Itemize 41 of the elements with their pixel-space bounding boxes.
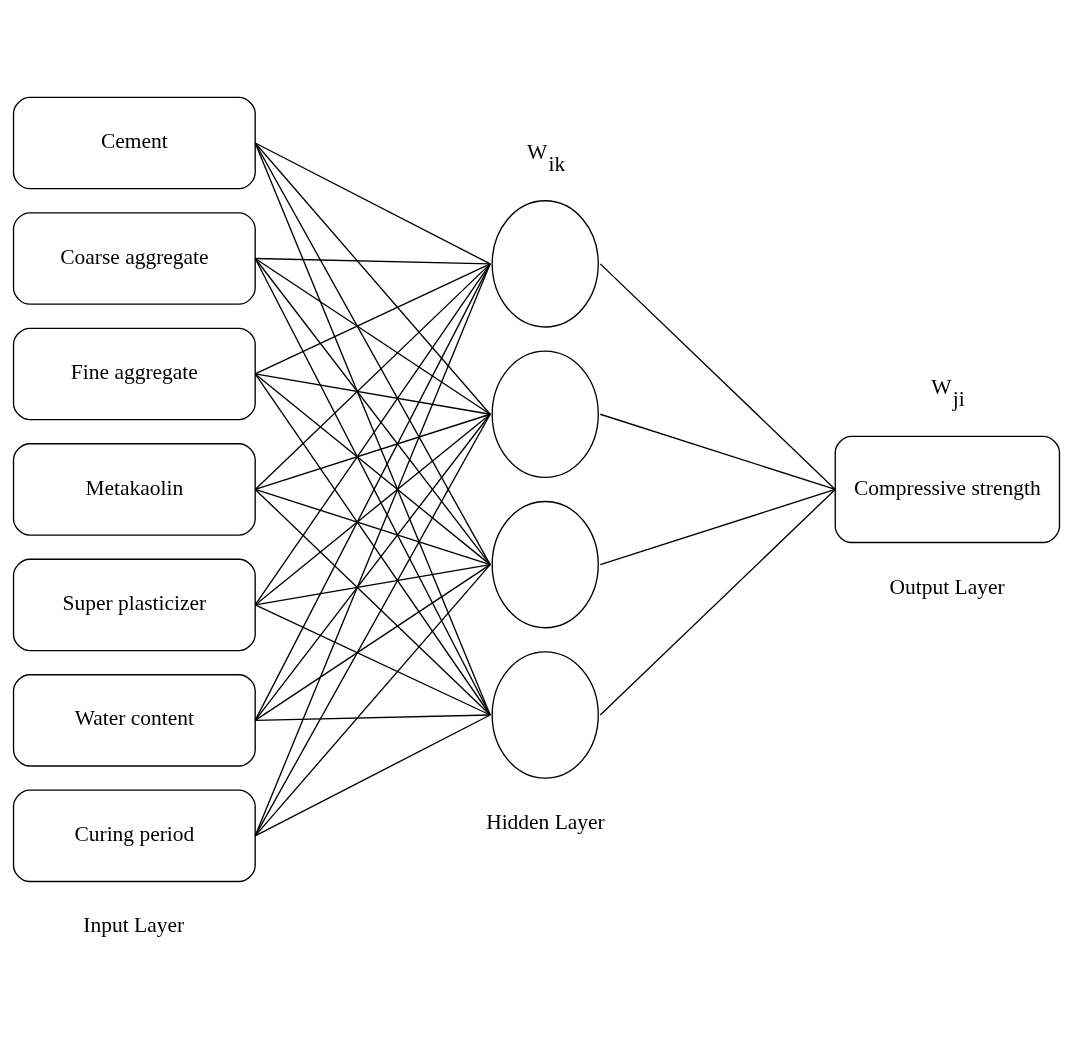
node-box: Fine aggregate bbox=[12, 327, 256, 421]
label: Output Layer bbox=[889, 574, 1005, 599]
connector bbox=[599, 488, 836, 716]
node-box: Coarse aggregate bbox=[12, 212, 256, 305]
connector bbox=[254, 263, 491, 375]
connector bbox=[254, 142, 491, 566]
node-circle bbox=[491, 500, 599, 629]
node-box: Compressive strength bbox=[834, 435, 1061, 544]
node-box: Metakaolin bbox=[12, 443, 256, 536]
connector bbox=[254, 142, 491, 415]
node-circle bbox=[491, 350, 599, 479]
connector bbox=[254, 263, 491, 491]
node-circle bbox=[491, 651, 599, 779]
connector bbox=[254, 263, 491, 837]
node-circle bbox=[491, 200, 599, 328]
connector bbox=[254, 413, 491, 491]
connector bbox=[254, 142, 491, 265]
node-box: Cement bbox=[12, 96, 256, 190]
connector bbox=[254, 714, 491, 722]
connector bbox=[254, 373, 491, 566]
connector bbox=[254, 563, 491, 722]
connector bbox=[254, 563, 491, 606]
connector bbox=[254, 413, 491, 837]
connector bbox=[599, 488, 836, 566]
connector bbox=[254, 257, 491, 265]
node-box: Water content bbox=[12, 674, 256, 767]
connector bbox=[254, 373, 491, 415]
node-box: Super plasticizer bbox=[12, 558, 256, 652]
connector bbox=[254, 413, 491, 606]
label: Hidden Layer bbox=[486, 809, 605, 834]
connector bbox=[254, 563, 491, 837]
connector bbox=[254, 257, 491, 415]
node-box: Curing period bbox=[12, 789, 256, 883]
connector bbox=[599, 263, 836, 491]
connector bbox=[254, 488, 491, 716]
connector bbox=[254, 488, 491, 566]
connector bbox=[254, 142, 491, 716]
label: Input Layer bbox=[83, 913, 185, 938]
connector bbox=[254, 604, 491, 716]
connector bbox=[599, 413, 836, 491]
connector bbox=[254, 714, 491, 837]
